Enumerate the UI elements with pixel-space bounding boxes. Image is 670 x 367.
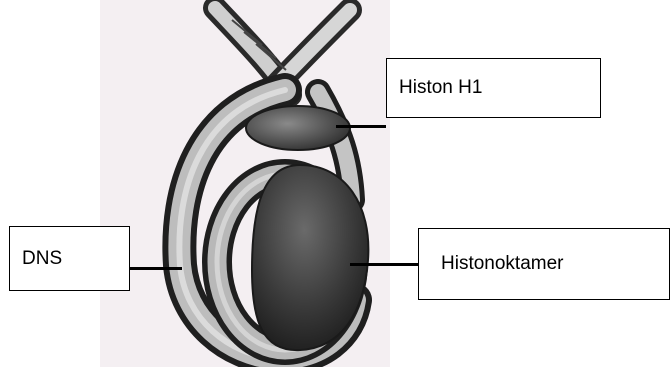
histone-h1-leader-line — [336, 125, 386, 128]
histone-h1-label: Histon H1 — [386, 58, 601, 118]
histone-h1-shape — [246, 106, 350, 150]
dna-label: DNS — [9, 226, 130, 291]
histone-octamer-leader-line — [350, 263, 418, 266]
histone-octamer-label: Histonoktamer — [418, 228, 670, 300]
dna-leader-line — [130, 267, 182, 270]
